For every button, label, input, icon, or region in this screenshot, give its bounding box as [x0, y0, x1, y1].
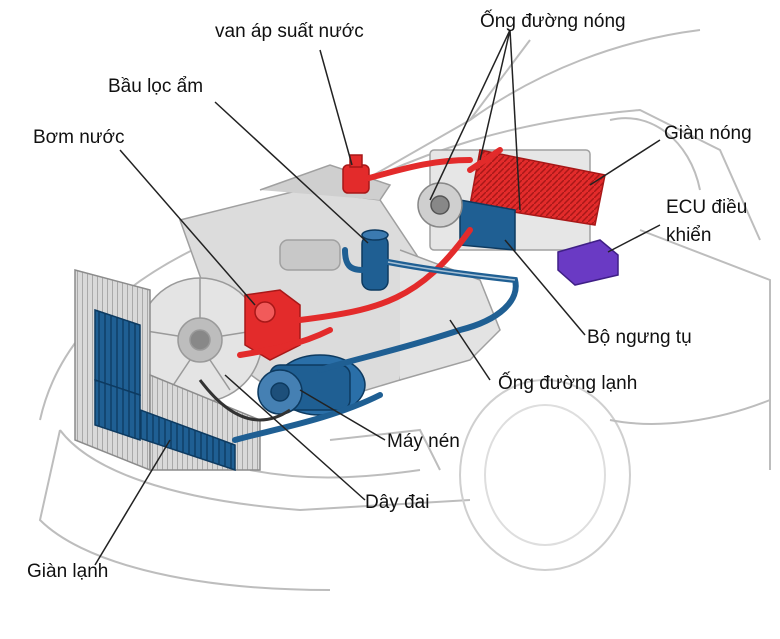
water-pump: [244, 289, 301, 361]
pressure-valve: [342, 154, 370, 194]
label-compressor: Máy nén: [387, 431, 460, 452]
condenser-unit: [417, 182, 516, 251]
label-belt: Dây đai: [365, 492, 430, 513]
drive-belt: [198, 379, 291, 422]
label-water-pump: Bơm nước: [33, 127, 125, 148]
compressor: [257, 354, 366, 416]
hot-pipes: [237, 147, 503, 358]
filter-dryer: [361, 229, 389, 291]
leader-lines: [94, 29, 661, 566]
label-condenser-unit: Bộ ngưng tụ: [587, 327, 692, 348]
condenser-coil: [469, 149, 606, 226]
ecu-module: [557, 239, 619, 286]
label-hot-pipe: Ống đường nóng: [480, 11, 626, 32]
evaporator-coil: [94, 308, 236, 472]
label-ecu-line2: khiển: [666, 225, 712, 246]
label-pressure-valve: van áp suất nước: [215, 21, 364, 42]
label-evaporator: Giàn lạnh: [27, 561, 109, 582]
label-cold-pipe: Ống đường lạnh: [498, 373, 638, 394]
label-condenser-coil: Giàn nóng: [664, 123, 752, 144]
label-ecu-line1: ECU điều: [666, 197, 748, 218]
label-filter-dryer: Bầu lọc ẩm: [108, 76, 204, 97]
